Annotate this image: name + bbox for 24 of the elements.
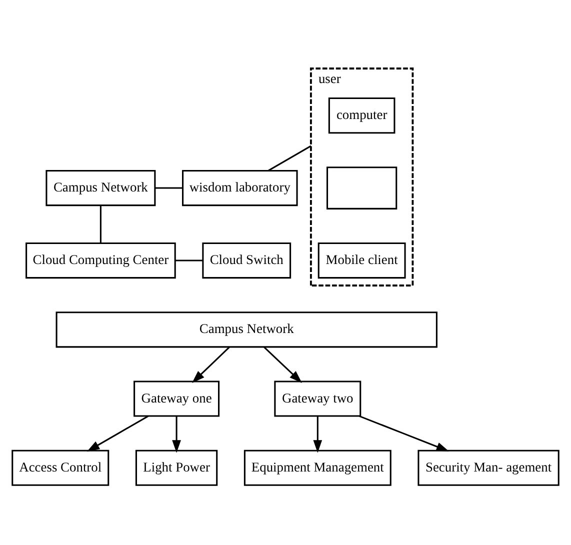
node-box: Gateway two	[274, 380, 362, 416]
node-box: Security Man- agement	[418, 449, 560, 486]
node-box: Gateway one	[134, 380, 220, 416]
node-box: Cloud Computing Center	[26, 242, 176, 278]
arrow	[172, 416, 181, 452]
connector	[175, 259, 203, 261]
connector	[100, 204, 102, 243]
node-box: Campus Network	[56, 311, 438, 348]
node-box: computer	[328, 97, 396, 134]
node-box: Campus Network	[46, 170, 156, 206]
node-box: Equipment Management	[244, 449, 392, 486]
arrow	[359, 414, 450, 451]
arrow	[264, 346, 302, 382]
node-box: Cloud Switch	[202, 242, 292, 278]
node-box: Mobile client	[318, 242, 406, 278]
arrow	[86, 415, 148, 452]
connector	[268, 144, 312, 171]
node-box: wisdom laboratory	[182, 170, 298, 206]
node-box: Access Control	[12, 449, 110, 486]
node-box	[326, 166, 398, 209]
connector	[155, 186, 183, 188]
arrow	[313, 416, 322, 452]
arrow	[192, 346, 230, 382]
node-box: Light Power	[135, 449, 218, 486]
